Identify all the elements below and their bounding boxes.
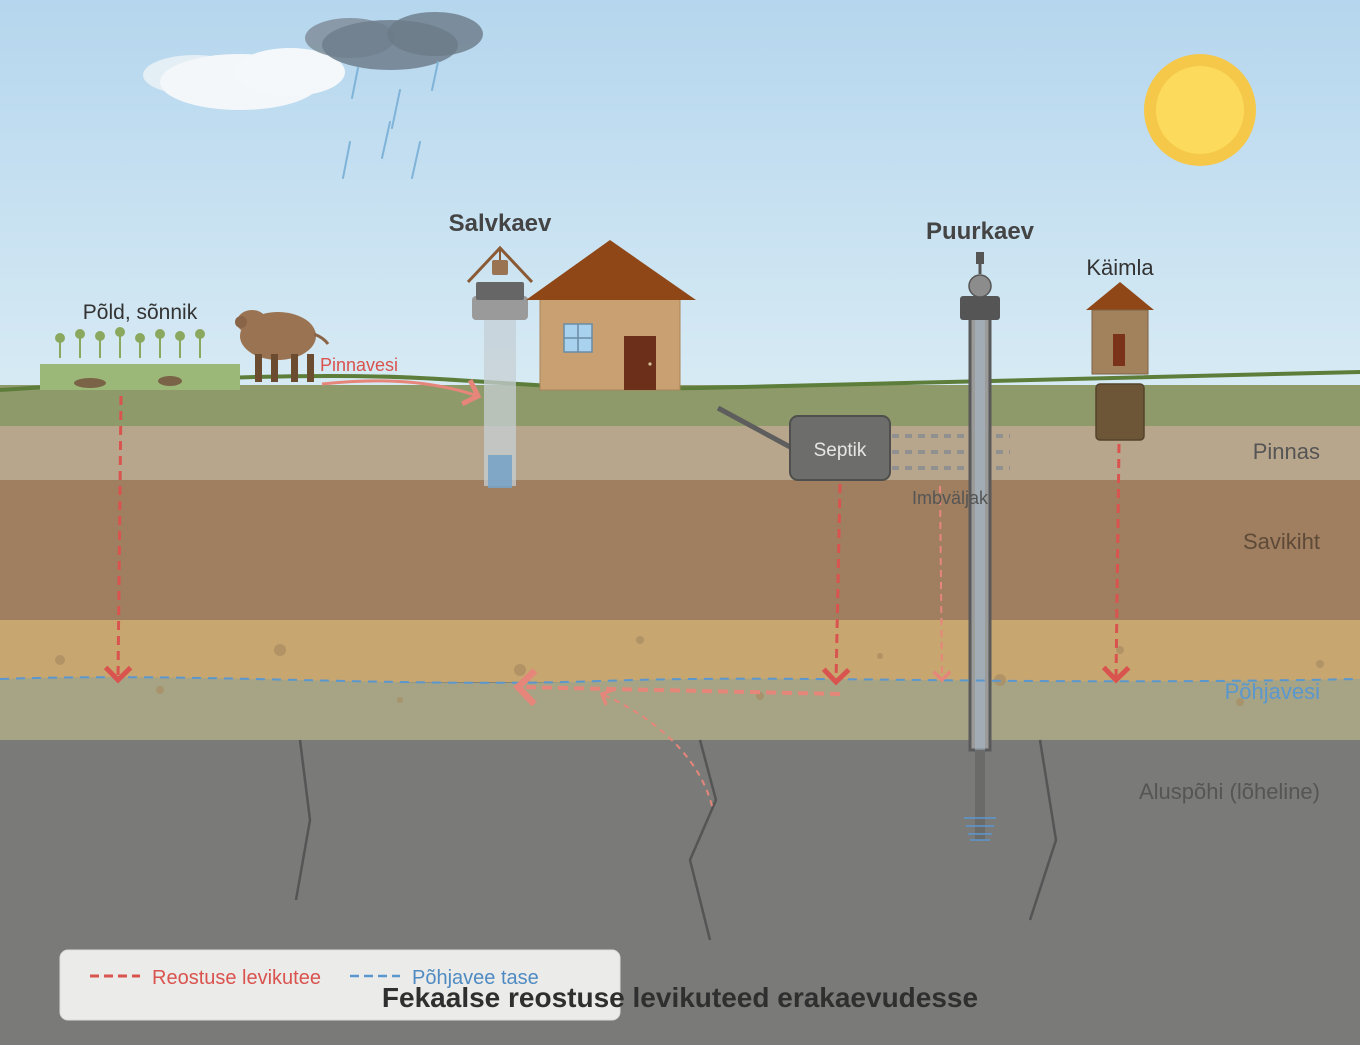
bedrock-fractures	[294, 739, 1058, 941]
legend-contamination-label: Reostuse levikutee	[152, 967, 321, 989]
septic-contamination-arrow	[821, 483, 851, 686]
field-contamination-arrow	[103, 395, 133, 684]
clay-layer	[0, 480, 1360, 621]
outhouse-label: Käimla	[1086, 255, 1154, 280]
dug-well-label: Salvkaev	[449, 210, 552, 237]
sun-icon	[1144, 54, 1256, 166]
soil-layer-label: Pinnas	[1253, 439, 1320, 464]
septic-tank	[789, 415, 891, 481]
house-icon	[526, 240, 696, 391]
rain-icon	[342, 61, 439, 179]
drilled-well	[960, 252, 1000, 841]
bedrock-contamination-arrow	[599, 688, 713, 807]
clay-layer-label: Savikiht	[1243, 529, 1320, 554]
cloud-icon	[143, 48, 345, 110]
infiltration-contamination-arrow	[932, 485, 952, 683]
infiltration-field-label: Imbväljak	[912, 488, 989, 508]
crop-plants	[55, 327, 205, 358]
septic-pipe	[716, 405, 794, 451]
well-screen-icon	[964, 817, 996, 841]
groundwater-layer	[0, 677, 1360, 741]
dug-well	[466, 245, 534, 488]
legend-box	[59, 949, 621, 1021]
grass-layer	[0, 385, 1360, 427]
outhouse-contamination-arrow	[1101, 443, 1131, 684]
lateral-contamination-arrow	[513, 668, 841, 707]
drilled-well-label: Puurkaev	[926, 218, 1035, 245]
soil-layer	[0, 426, 1360, 481]
surface-runoff-arrow	[321, 379, 482, 407]
manure-piles	[74, 376, 182, 388]
cow-icon	[235, 310, 330, 382]
field-plot	[40, 364, 240, 390]
field-label: Põld, sõnnik	[83, 301, 198, 324]
legend-groundwater-label: Põhjavee tase	[412, 967, 539, 989]
bedrock-layer-label: Aluspõhi (lõheline)	[1139, 779, 1320, 804]
diagram-title: Fekaalse reostuse levikuteed erakaevudes…	[382, 982, 978, 1013]
outhouse-pit	[1095, 383, 1145, 441]
rain-cloud-icon	[305, 12, 483, 70]
sand-layer	[0, 620, 1360, 682]
groundwater-layer-label: Põhjavesi	[1225, 679, 1320, 704]
septic-label: Septik	[814, 440, 867, 461]
surface-water-label: Pinnavesi	[320, 355, 398, 375]
groundwater-level-line	[0, 676, 1360, 684]
legend: Reostuse levikutee Põhjavee tase	[59, 949, 621, 1021]
bucket-icon	[492, 260, 508, 275]
infiltration-drains	[892, 434, 1010, 470]
outhouse-icon	[1086, 282, 1154, 441]
